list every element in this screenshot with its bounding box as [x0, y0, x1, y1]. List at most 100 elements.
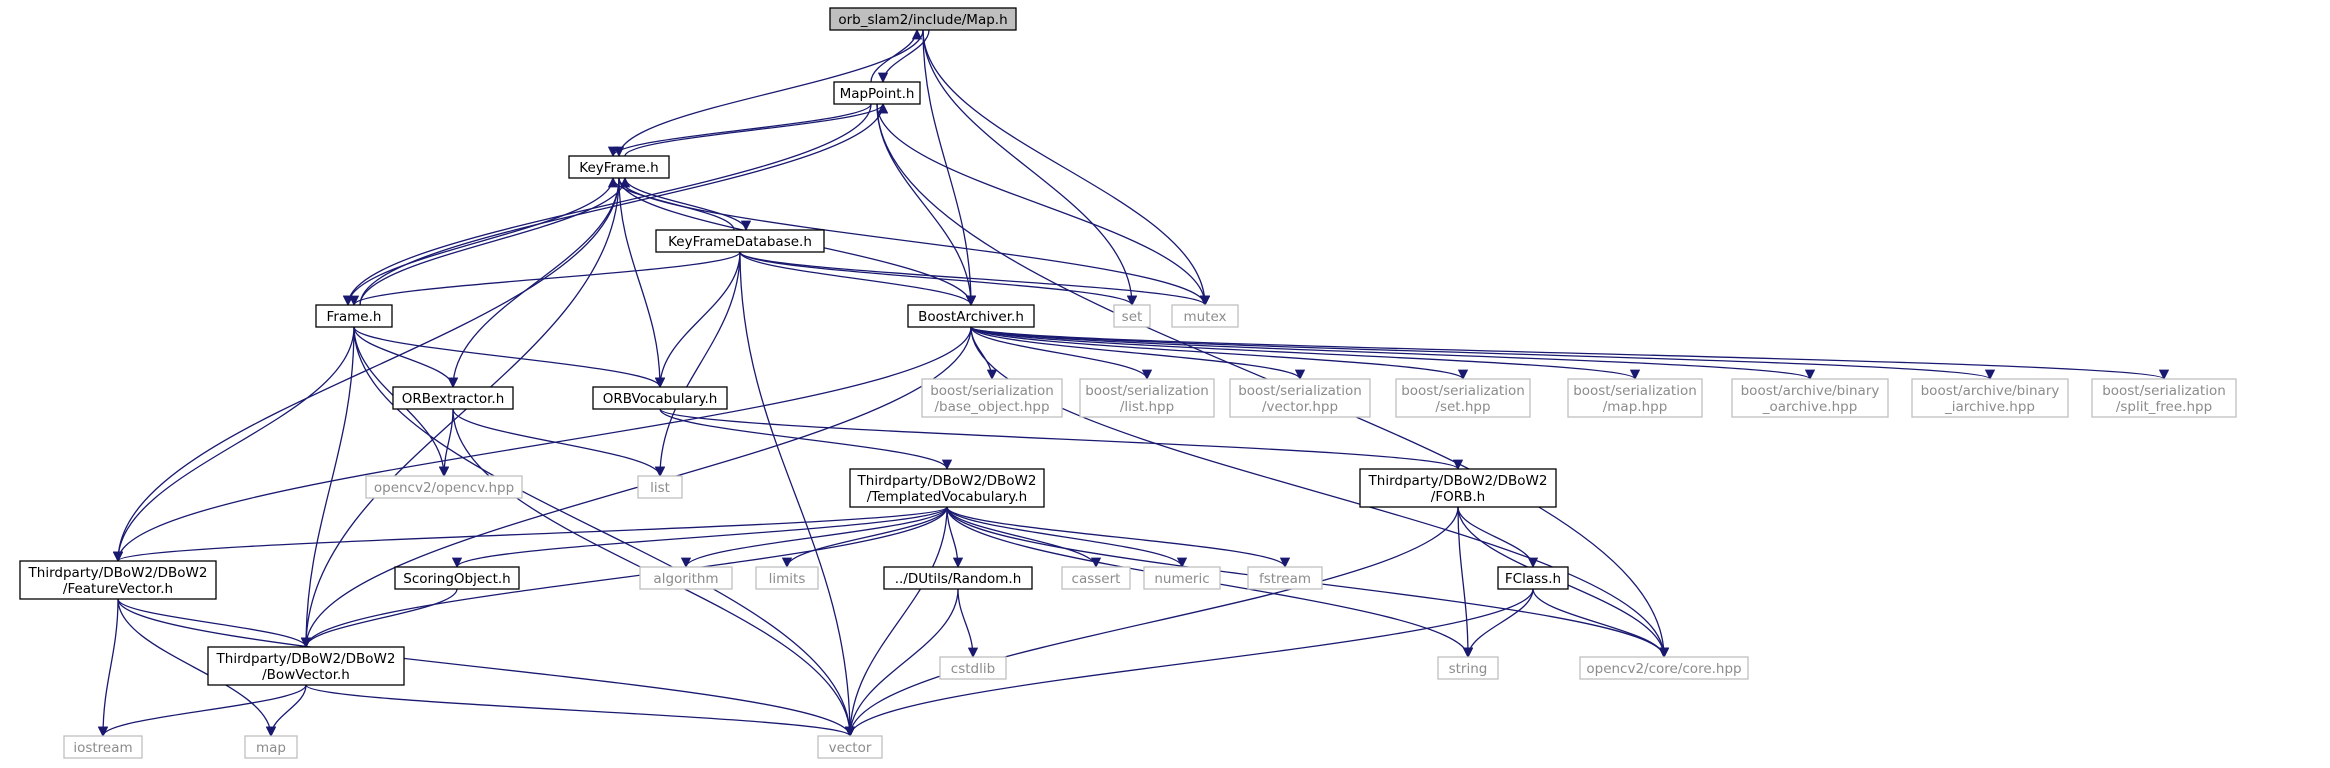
node-label: /base_object.hpp [934, 399, 1049, 415]
node-label: ../DUtils/Random.h [895, 571, 1022, 587]
node-label: fstream [1259, 571, 1311, 587]
edge-mappoint_h-to-keyframe_h [607, 103, 872, 158]
edge-forb_h-to-fclass_h [1457, 506, 1539, 569]
node-iostream: iostream [63, 735, 143, 759]
edge-featurevector_h-to-map [117, 598, 277, 738]
node-limits: limits [755, 566, 819, 590]
node-box [639, 566, 733, 590]
node-featurevector-h[interactable]: Thirdparty/DBoW2/DBoW2/FeatureVector.h [19, 560, 217, 600]
dependency-edge [624, 102, 889, 157]
node-label: map [256, 740, 286, 756]
node-map-h[interactable]: orb_slam2/include/Map.h [829, 7, 1017, 31]
dependency-edge [607, 103, 872, 158]
node-cstdlib: cstdlib [939, 656, 1007, 680]
edge-bowvector_h-to-map [265, 684, 307, 738]
node-fclass-h[interactable]: FClass.h [1497, 566, 1569, 590]
edge-keyframe_h-to-featurevector_h [112, 177, 620, 563]
edge-mappoint_h-to-frame_h [342, 103, 872, 307]
node-label: orb_slam2/include/Map.h [838, 12, 1007, 28]
edge-bowvector_h-to-vector [305, 684, 855, 738]
dependency-edge [113, 506, 948, 563]
node-box [829, 7, 1017, 31]
edge-keyframedatabase_h-to-keyframe_h [607, 176, 735, 231]
node-box [365, 475, 523, 499]
dependency-edge [659, 408, 1463, 471]
node-frame-h[interactable]: Frame.h [315, 304, 393, 328]
node-templated-vocab[interactable]: Thirdparty/DBoW2/DBoW2/TemplatedVocabula… [849, 468, 1045, 508]
node-label: /map.hpp [1603, 399, 1668, 415]
dependency-edge [970, 326, 1670, 659]
node-label: boost/archive/binary [1741, 383, 1880, 399]
node-numeric: numeric [1143, 566, 1221, 590]
node-map: map [244, 735, 298, 759]
node-keyframedatabase-h[interactable]: KeyFrameDatabase.h [655, 229, 825, 253]
node-label: opencv2/core/core.hpp [1586, 661, 1741, 677]
dependency-edge [970, 326, 1640, 381]
node-random-h[interactable]: ../DUtils/Random.h [883, 566, 1033, 590]
dependency-edge [739, 251, 856, 738]
node-label: opencv2/opencv.hpp [374, 480, 514, 496]
dependency-edge [97, 684, 307, 738]
node-label: /vector.hpp [1262, 399, 1338, 415]
node-box [755, 566, 819, 590]
edge-frame_h-to-bowvector_h [300, 326, 355, 649]
node-label: iostream [73, 740, 132, 756]
edge-templated_vocab-to-fstream [946, 506, 1291, 569]
edge-keyframedatabase_h-to-vector [739, 251, 856, 738]
node-box [1061, 566, 1131, 590]
node-boostarchiver-h[interactable]: BoostArchiver.h [907, 304, 1035, 328]
node-label: list [650, 480, 670, 496]
edge-map_h-to-set [922, 29, 1138, 307]
node-label: mutex [1183, 309, 1226, 325]
node-label: boost/serialization [1238, 383, 1362, 399]
dependency-edge [342, 177, 614, 307]
node-bs-base-object: boost/serialization/base_object.hpp [921, 378, 1063, 418]
dependency-edge [300, 506, 948, 649]
dependency-edge [1457, 506, 1474, 659]
node-label: Thirdparty/DBoW2/DBoW2 [1368, 473, 1548, 489]
edge-templated_vocab-to-algorithm [680, 506, 948, 569]
node-keyframe-h[interactable]: KeyFrame.h [568, 155, 670, 179]
edge-boostarchiver_h-to-bs_vector [970, 326, 1306, 381]
node-scoringobject-h[interactable]: ScoringObject.h [394, 566, 520, 590]
dependency-edge [438, 408, 454, 478]
node-label: KeyFrame.h [579, 160, 658, 176]
dependency-edge [876, 103, 1211, 307]
node-forb-h[interactable]: Thirdparty/DBoW2/DBoW2/FORB.h [1359, 468, 1557, 508]
dependency-edge [353, 326, 459, 389]
node-label: Thirdparty/DBoW2/DBoW2 [857, 473, 1037, 489]
dependency-edge [618, 177, 666, 389]
node-bs-list: boost/serialization/list.hpp [1079, 378, 1215, 418]
dependency-edge [844, 506, 948, 738]
node-label: boost/archive/binary [1921, 383, 2060, 399]
edge-random_h-to-vector [844, 588, 959, 738]
node-box [1079, 378, 1215, 418]
node-mappoint-h[interactable]: MapPoint.h [833, 81, 921, 105]
edges-layer [97, 28, 2169, 738]
node-orbvocabulary-h[interactable]: ORBVocabulary.h [592, 386, 728, 410]
edge-map_h-to-mappoint_h [877, 29, 930, 84]
edge-fclass_h-to-opencv_core [1532, 588, 1670, 659]
edge-frame_h-to-orbextractor_h [353, 326, 459, 389]
node-box [637, 475, 683, 499]
node-bs-split-free: boost/serialization/split_free.hpp [2091, 378, 2237, 418]
dependency-edge [844, 588, 959, 738]
dependency-edge [946, 506, 1102, 569]
dependency-edge [613, 29, 924, 158]
node-label: /set.hpp [1435, 399, 1490, 415]
edge-map_h-to-mutex [922, 29, 1211, 307]
node-bowvector-h[interactable]: Thirdparty/DBoW2/DBoW2/BowVector.h [207, 646, 405, 686]
node-bs-set: boost/serialization/set.hpp [1395, 378, 1531, 418]
node-box [1395, 378, 1531, 418]
node-mutex: mutex [1171, 304, 1239, 328]
edge-orbvocabulary_h-to-forb_h [659, 408, 1463, 471]
node-orbextractor-h[interactable]: ORBextractor.h [392, 386, 514, 410]
node-label: boost/serialization [2102, 383, 2226, 399]
node-box [1911, 378, 2069, 418]
edge-frame_h-to-featurevector_h [112, 326, 355, 563]
dependency-edge [739, 251, 1210, 307]
node-box [833, 81, 921, 105]
edge-keyframedatabase_h-to-orbvocabulary_h [654, 251, 741, 389]
edge-templated_vocab-to-vector [844, 506, 948, 738]
node-box [568, 155, 670, 179]
